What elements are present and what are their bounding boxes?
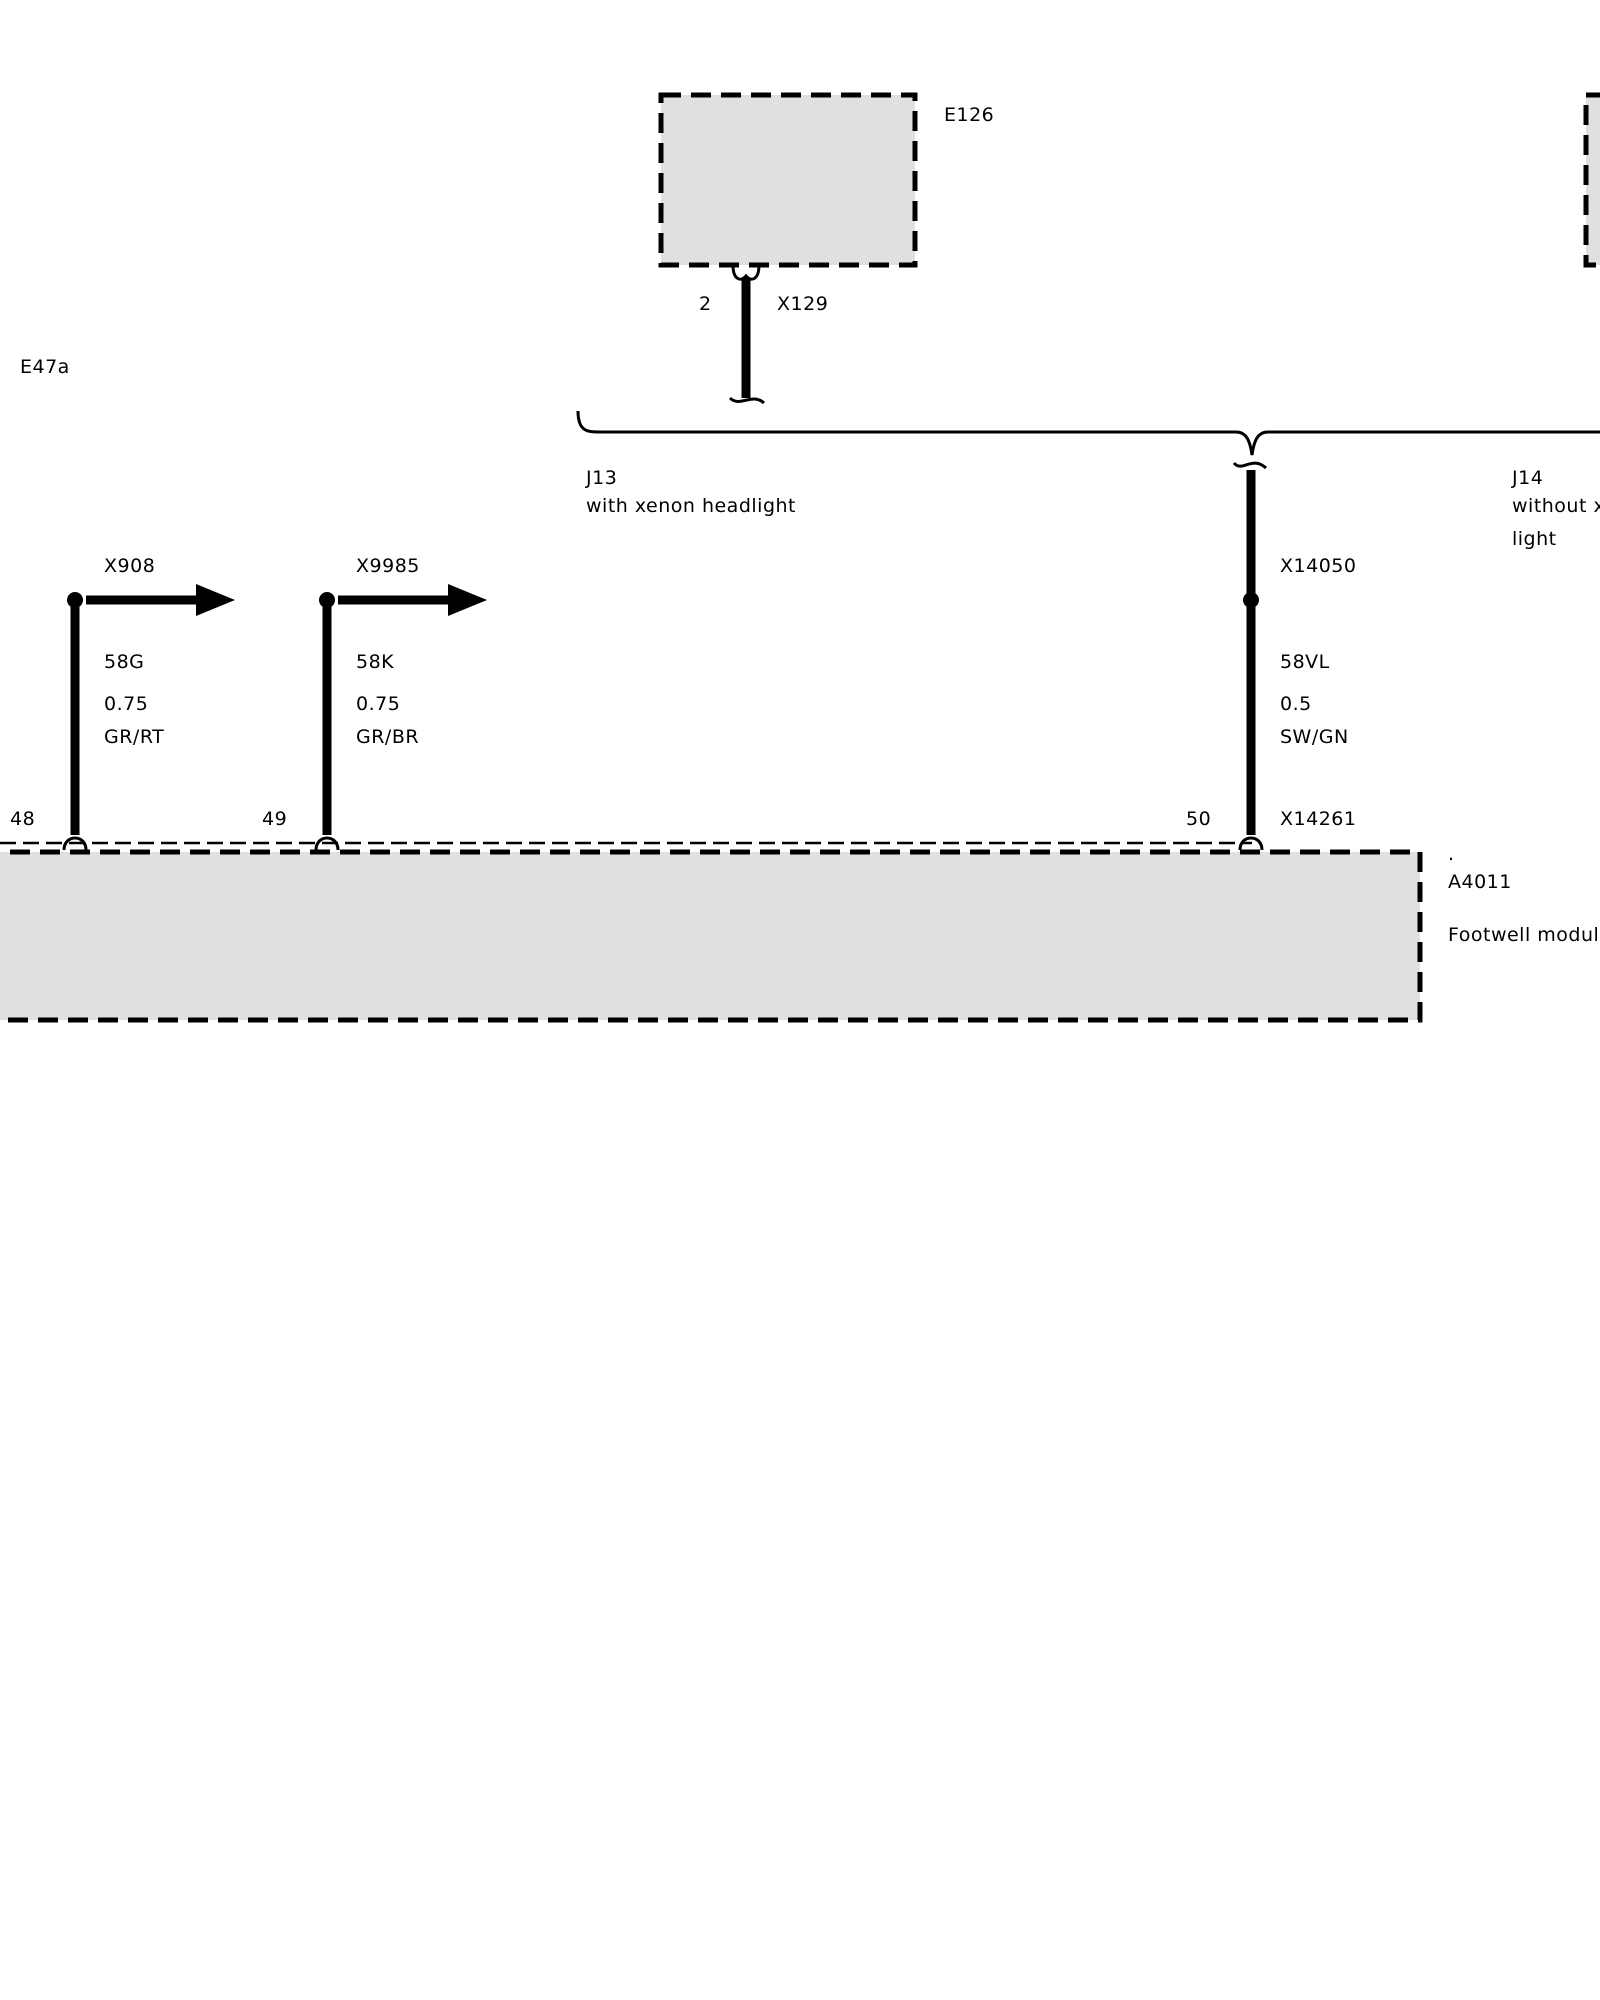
component-a4011-name: Footwell module (1448, 924, 1600, 946)
component-e47a-label: E47a (20, 356, 70, 378)
connector-x14261-label: X14261 (1280, 808, 1356, 830)
wire-58k-size: 0.75 (356, 693, 400, 715)
wire-58vl-size: 0.5 (1280, 693, 1312, 715)
junction-j13-label: J13 (585, 467, 617, 489)
component-a4011-dot: . (1448, 843, 1455, 865)
pin-50-cap (1238, 836, 1264, 851)
wire-58g-pin: 48 (10, 808, 35, 830)
connector-x129-label: X129 (777, 293, 828, 315)
connector-x129-symbol (731, 264, 761, 281)
junction-j14-label: J14 (1511, 467, 1543, 489)
wire-58vl-break-mark (1232, 461, 1268, 470)
wire-58vl-pin: 50 (1186, 808, 1211, 830)
wire-58g-splice-dot (67, 592, 83, 608)
component-partial-box (1583, 92, 1600, 268)
wire-58k-splice-dot (319, 592, 335, 608)
wire-e126-break-mark (728, 396, 766, 405)
wire-58g-connector: X908 (104, 555, 155, 577)
connector-x129-pin: 2 (699, 293, 712, 315)
wire-58g-color: GR/RT (104, 726, 164, 748)
wire-58g-arrow-head (196, 584, 235, 616)
wire-58k-arrow-head (448, 584, 487, 616)
wire-58vl-color: SW/GN (1280, 726, 1349, 748)
junction-brace (576, 410, 1600, 456)
wire-58k-color: GR/BR (356, 726, 419, 748)
wire-58vl-splice-dot (1243, 592, 1259, 608)
component-a4011-box (0, 849, 1423, 1023)
junction-j14-description-line2: light (1512, 528, 1557, 550)
wire-58g-size: 0.75 (104, 693, 148, 715)
wire-58vl-connector: X14050 (1280, 555, 1356, 577)
wire-58k-signal: 58K (356, 651, 394, 673)
junction-j14-description-line1: without x (1512, 495, 1600, 517)
wire-58g-signal: 58G (104, 651, 144, 673)
wire-58vl-signal: 58VL (1280, 651, 1330, 673)
pin-48-cap (62, 836, 88, 851)
pin-49-cap (314, 836, 340, 851)
wire-58k-connector: X9985 (356, 555, 420, 577)
junction-j13-description: with xenon headlight (586, 495, 796, 517)
wire-58k-pin: 49 (262, 808, 287, 830)
component-e126-label: E126 (944, 104, 994, 126)
component-e126-box (658, 92, 918, 268)
component-a4011-label: A4011 (1448, 871, 1512, 893)
